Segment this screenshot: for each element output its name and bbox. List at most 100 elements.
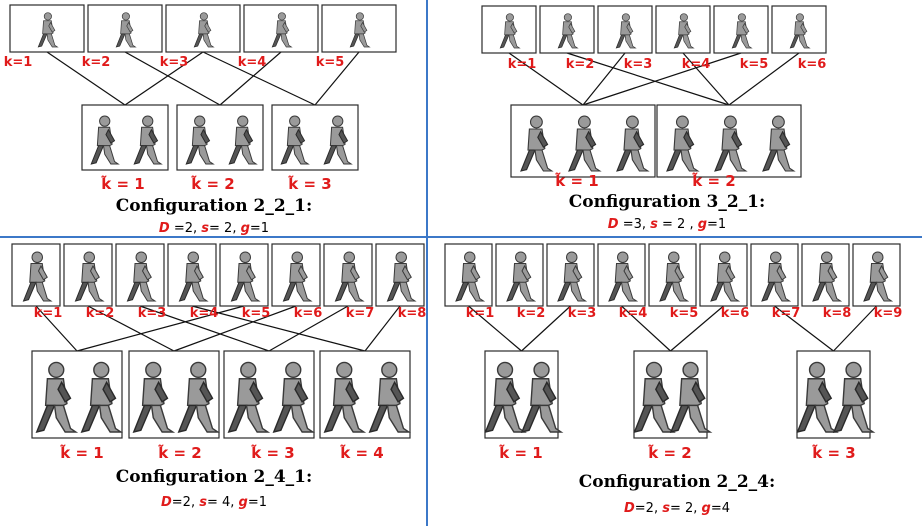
frame-index-label: k=3: [568, 306, 597, 321]
walking-person-icon: [520, 361, 564, 434]
group-index-label: k̃ = 3: [251, 443, 295, 462]
param-value: = 2 ,: [658, 217, 698, 232]
param-value: =1: [707, 217, 726, 232]
connector-line: [87, 305, 175, 352]
frame-index-label: k=1: [466, 306, 495, 321]
param-value: =2,: [172, 495, 199, 510]
group-thumbnail: [319, 350, 412, 439]
param-name: s: [662, 501, 670, 516]
walking-person-icon: [228, 115, 258, 165]
frame-thumbnail: [167, 243, 217, 307]
param-value: =4: [711, 501, 730, 516]
group-index-label: k̃ = 1: [499, 443, 543, 462]
configuration-title: Configuration 2_2_1:: [116, 196, 313, 216]
walking-person-icon: [115, 12, 137, 48]
group-index-label: k̃ = 1: [60, 443, 104, 462]
param-name: s: [650, 217, 658, 232]
frame-thumbnail: [539, 5, 595, 54]
connector-line: [139, 305, 270, 352]
walking-person-icon: [714, 115, 748, 172]
group-thumbnail: [510, 104, 656, 178]
frame-thumbnail: [63, 243, 113, 307]
walking-person-icon: [271, 12, 293, 48]
walking-person-icon: [90, 115, 120, 165]
walking-person-icon: [557, 13, 579, 49]
connector-line: [670, 305, 724, 352]
param-value: =3,: [619, 217, 651, 232]
walking-person-icon: [659, 251, 690, 302]
frame-thumbnail: [495, 243, 544, 307]
walking-person-icon: [80, 361, 124, 434]
frame-index-label: k=7: [772, 306, 801, 321]
frame-thumbnail: [546, 243, 595, 307]
connector-line: [219, 51, 282, 106]
frame-thumbnail: [597, 5, 653, 54]
group-index-label: k̃ = 2: [191, 174, 235, 193]
walking-person-icon: [230, 251, 261, 302]
configuration-params: D =2, s= 2, g=1: [159, 221, 269, 236]
walking-person-icon: [126, 251, 157, 302]
connector-lines: [468, 305, 877, 352]
connector-line: [682, 52, 730, 106]
walking-person-icon: [499, 13, 521, 49]
frame-thumbnail: [271, 243, 321, 307]
param-name: D: [608, 217, 619, 232]
walking-person-icon: [334, 251, 365, 302]
walking-person-icon: [177, 361, 221, 434]
connector-line: [35, 305, 78, 352]
frame-thumbnail: [801, 243, 850, 307]
connector-line: [364, 305, 401, 352]
walking-person-icon: [796, 361, 839, 434]
connector-line: [833, 305, 877, 352]
connector-line: [202, 51, 316, 106]
connector-line: [191, 305, 366, 352]
frame-index-label: k=4: [190, 306, 219, 321]
connector-line: [46, 51, 126, 106]
frame-thumbnail: [165, 4, 241, 53]
walking-person-icon: [455, 251, 486, 302]
walking-person-icon: [762, 115, 796, 172]
frame-thumbnail: [11, 243, 61, 307]
connector-line: [621, 305, 671, 352]
configuration-params: D =3, s = 2 , g=1: [608, 217, 726, 232]
frame-index-label: k=5: [670, 306, 699, 321]
walking-person-icon: [323, 115, 353, 165]
group-thumbnail: [81, 104, 169, 171]
group-index-label: k̃ = 3: [812, 443, 856, 462]
connector-line: [124, 51, 204, 106]
walking-person-icon: [673, 13, 695, 49]
walking-person-icon: [74, 251, 105, 302]
frame-thumbnail: [323, 243, 373, 307]
frame-thumbnail: [750, 243, 799, 307]
param-name: g: [702, 501, 711, 516]
walking-person-icon: [863, 251, 894, 302]
frame-thumbnail: [597, 243, 646, 307]
connector-line: [468, 305, 522, 352]
group-thumbnail: [271, 104, 359, 171]
walking-person-icon: [227, 361, 271, 434]
connector-line: [582, 52, 742, 106]
walking-person-icon: [35, 361, 79, 434]
group-thumbnail: [176, 104, 264, 171]
walking-person-icon: [608, 251, 639, 302]
frame-index-label: k=6: [798, 57, 827, 72]
param-name: g: [241, 221, 250, 236]
group-thumbnail: [223, 350, 316, 439]
walking-person-icon: [520, 115, 554, 172]
walking-person-icon: [133, 115, 163, 165]
frame-thumbnail: [481, 5, 537, 54]
param-value: =2,: [170, 221, 202, 236]
connector-line: [582, 52, 626, 106]
param-value: = 2,: [670, 501, 702, 516]
group-thumbnail: [796, 350, 876, 439]
configuration-params: D=2, s= 4, g=1: [161, 495, 267, 510]
configuration-params: D=2, s= 2, g=4: [624, 501, 730, 516]
walking-person-icon: [557, 251, 588, 302]
group-thumbnail: [128, 350, 221, 439]
frame-index-label: k=2: [82, 55, 111, 70]
param-value: =2,: [635, 501, 662, 516]
